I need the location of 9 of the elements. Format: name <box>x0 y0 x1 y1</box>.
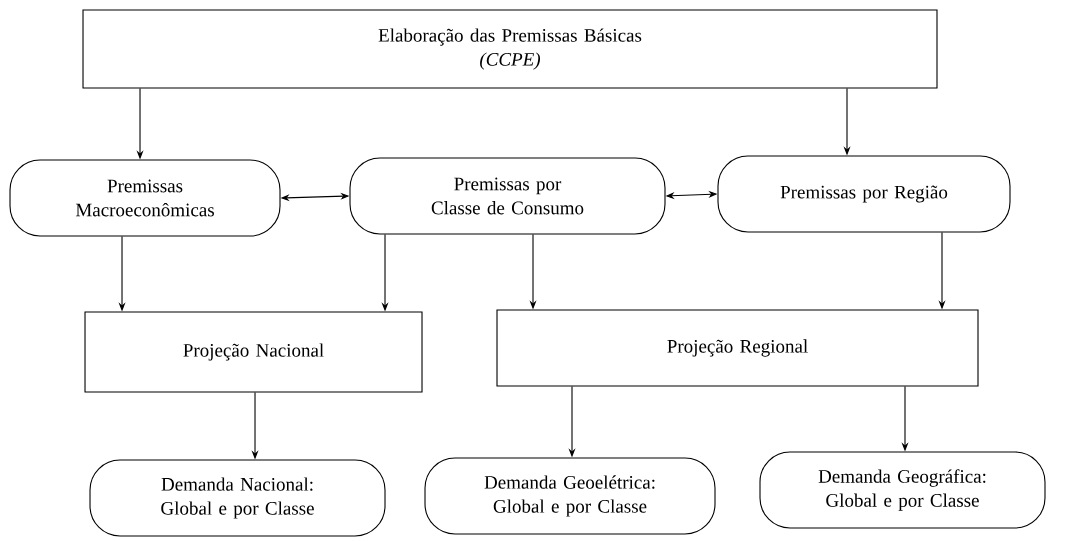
rounded-box: Premissas Macroeconômicas <box>9 159 281 237</box>
rounded-box: Demanda Geográfica: Global e por Classe <box>759 451 1046 529</box>
process-box: Elaboração das Premissas Básicas (CCPE) <box>82 9 938 89</box>
rounded-box: Demanda Nacional: Global e por Classe <box>89 459 386 537</box>
process-box: Projeção Regional <box>496 309 979 387</box>
rounded-box: Premissas por Região <box>717 155 1011 233</box>
process-box: Projeção Nacional <box>84 311 423 393</box>
rounded-box: Demanda Geoelétrica: Global e por Classe <box>424 457 716 535</box>
rounded-box: Premissas por Classe de Consumo <box>349 157 666 235</box>
